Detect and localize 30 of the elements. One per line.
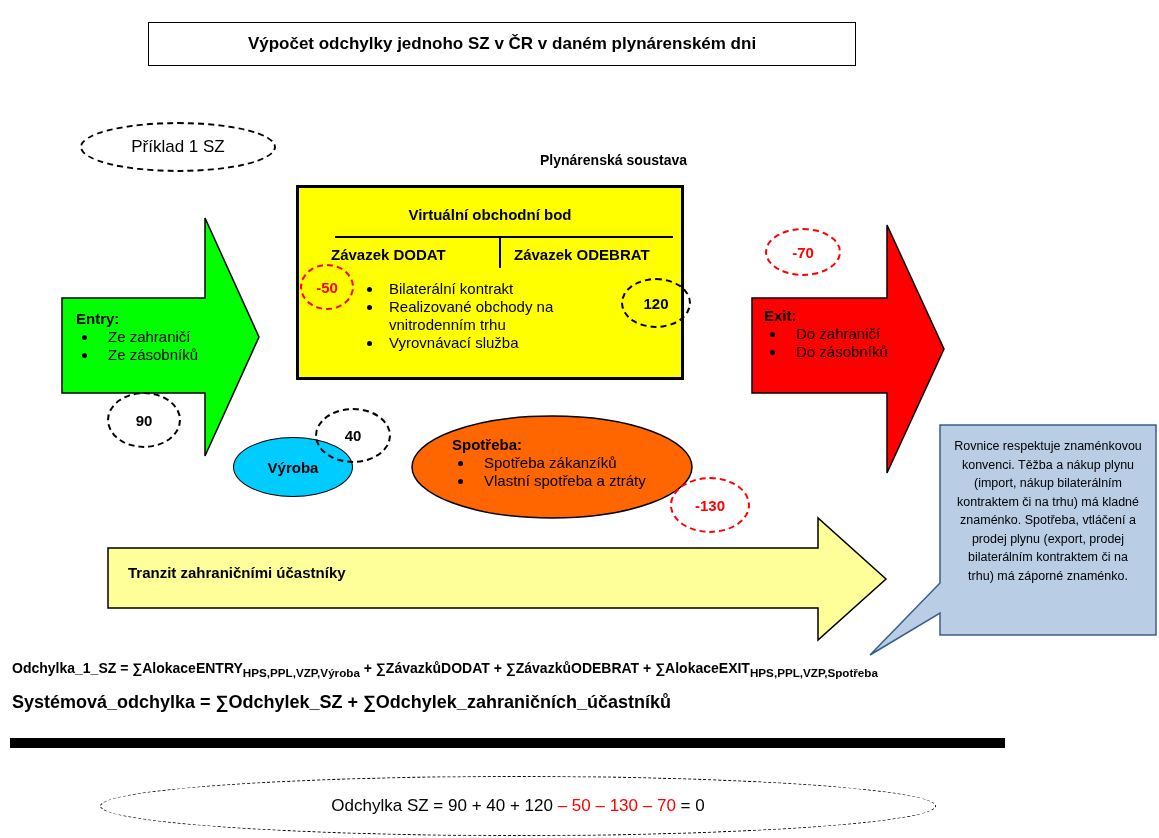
value-ellipse: 120 [621,278,691,328]
title-box: Výpočet odchylky jednoho SZ v ČR v daném plynárenském dni [148,22,856,66]
bullet-item: Bilaterální kontrakt [361,280,601,298]
value-ellipse: 90 [107,392,181,448]
arrow-heading: Exit: [764,307,798,325]
formula-text: Systémová_odchylka = ∑Odchylek_SZ + ∑Odchylek_zahraničních_účastníků [12,692,671,713]
example-ellipse: Příklad 1 SZ [80,122,276,172]
value-ellipse: -130 [670,477,750,533]
arrow-heading: Tranzit zahraničními účastníky [128,564,347,582]
value-ellipse: -50 [300,264,354,310]
bullet-item: Realizované obchody na vnitrodenním trhu [361,298,601,334]
value-ellipse: -70 [765,228,841,276]
value-ellipse: 40 [315,408,391,463]
note-text: Rovnice respektuje znaménkovou konvenci. Těžba a nákup plynu (import, nákup bilaterálním kontraktem či na trhu) má kladné znaménko. Spotřeba, vtláčení a prodej plynu (export, prodej bilaterálním kontraktem či na trhu) má záporné znaménko. [954,438,1142,585]
equation-text: – 50 – 130 – 70 [557,796,676,815]
column-heading: Závazek DODAT [331,246,446,263]
column-heading: Závazek ODEBRAT [514,246,650,263]
box-heading: Virtuální obchodní bod [407,206,573,223]
bullet-item: Spotřeba zákanzíků [452,454,692,472]
formula-text: Odchylka_1_SZ = ∑AlokaceENTRY$_{HPS,PPL,VZP,Výroba}$ + ∑ZávazkůDODAT + ∑ZávazkůODEBRAT + ∑AlokaceEXIT$_{HPS,PPL,VZP,Spotřeba}$ [12,660,878,679]
arrow-heading: Entry: [76,310,121,328]
bullet-item: Do zásobníků [764,343,917,361]
equation-text: = 0 [680,796,705,815]
bullet-item: Do zahraničí [764,325,917,343]
equation-text: Odchylka SZ = 90 + 40 + 120 [331,796,553,815]
bullet-item: Vyrovnávací služba [361,334,601,352]
bullet-item: Ze zásobníků [76,346,235,364]
system-heading: Plynárenská soustava [540,152,688,168]
ellipse-heading: Spotřeba: [452,436,523,454]
bullet-item: Ze zahraničí [76,328,235,346]
